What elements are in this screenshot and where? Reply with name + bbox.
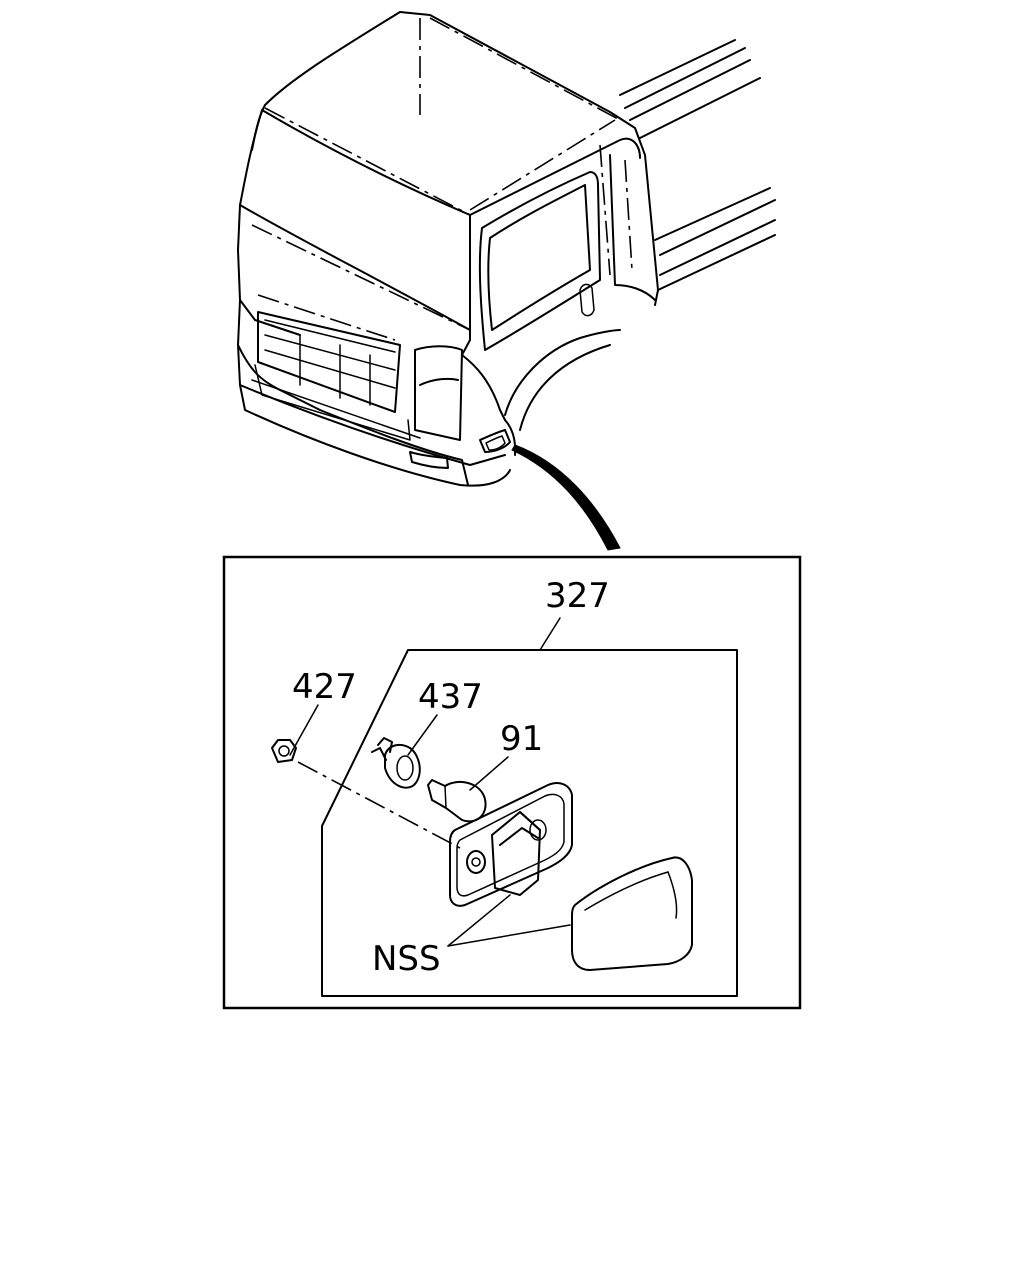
callout-327: 327 bbox=[545, 576, 610, 616]
leader-nss-lamp bbox=[447, 894, 511, 947]
leader-327 bbox=[539, 617, 561, 651]
callout-91: 91 bbox=[500, 719, 543, 759]
lamp-lens bbox=[571, 856, 693, 971]
callout-427: 427 bbox=[292, 667, 357, 707]
detail-frame bbox=[222, 555, 802, 1010]
leader-91 bbox=[469, 756, 509, 791]
side-lamp-housing bbox=[449, 782, 573, 907]
bulb-91 bbox=[427, 779, 487, 823]
socket-437 bbox=[371, 737, 421, 789]
leader-427 bbox=[289, 704, 319, 756]
assembly-axis bbox=[297, 761, 461, 849]
leader-437 bbox=[407, 714, 438, 756]
detail-pointer-arrow bbox=[511, 444, 621, 551]
callout-437: 437 bbox=[418, 677, 483, 717]
assembly-327-outline bbox=[321, 649, 738, 997]
truck-cab-illustration bbox=[237, 11, 776, 487]
leader-nss-lens bbox=[447, 924, 571, 947]
callout-nss: NSS bbox=[372, 939, 441, 979]
nut-427 bbox=[271, 739, 297, 763]
